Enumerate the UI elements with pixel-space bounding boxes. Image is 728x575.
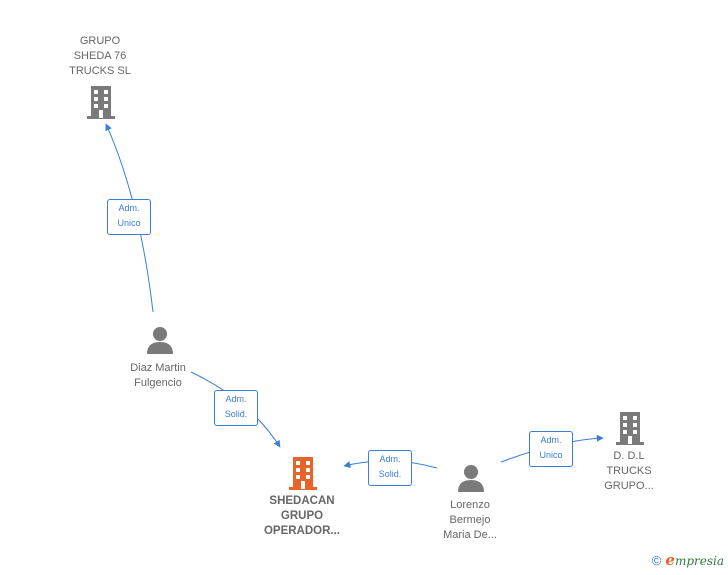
logo-first-letter: e [665,551,675,569]
footer-brand: © empresia [652,551,724,569]
node-diaz-martin-label[interactable]: Diaz Martin Fulgencio [130,362,186,389]
edge-label-adm-unico: Adm. Unico [529,431,573,467]
building-icon[interactable] [614,410,646,446]
edge-label-adm-solid: Adm. Solid. [368,450,412,486]
node-shedacan-label[interactable]: SHEDACAN GRUPO OPERADOR... [263,495,341,537]
node-grupo-sheda-label[interactable]: GRUPO SHEDA 76 TRUCKS SL [69,35,131,77]
edge-label-adm-solid: Adm. Solid. [214,390,258,426]
logo-rest: mpresia [674,554,724,568]
node-lorenzo-label[interactable]: Lorenzo Bermejo Maria De... [443,499,497,541]
empresia-logo[interactable]: empresia [665,551,724,569]
node-ddl-trucks-label[interactable]: D. D.L TRUCKS GRUPO... [604,450,654,492]
building-icon-main[interactable] [287,455,319,491]
building-icon[interactable] [85,84,117,120]
edge-label-adm-unico: Adm. Unico [107,199,151,235]
person-icon[interactable] [145,325,175,355]
copyright-symbol: © [651,552,662,568]
person-icon[interactable] [456,463,486,493]
